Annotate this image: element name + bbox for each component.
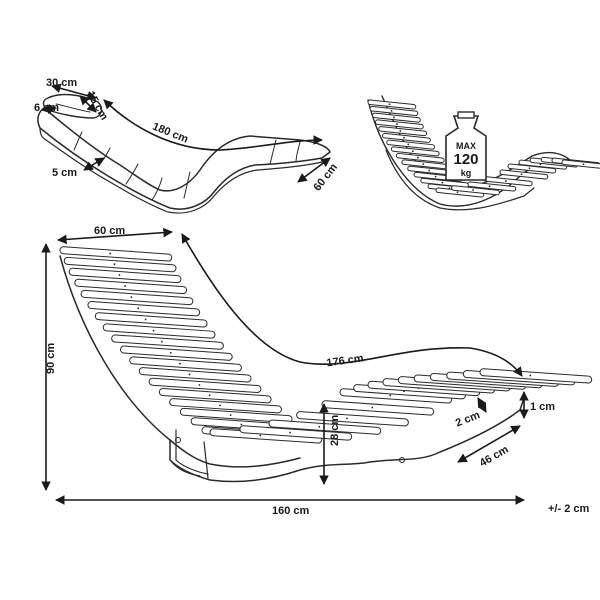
chair-height-label: 90 cm <box>45 343 57 374</box>
small-chair-screw-dot <box>411 150 414 152</box>
main-chair-screw-dot <box>389 394 392 397</box>
small-chair-slat <box>395 152 445 163</box>
weight-value-text: 120 <box>453 151 478 168</box>
slat-gap-label: 2 cm <box>454 409 482 430</box>
weight-max-text: MAX <box>456 141 476 151</box>
small-chair-slat <box>378 126 428 137</box>
chair-length-label: 160 cm <box>272 505 310 517</box>
small-chair-screw-dot <box>456 191 459 194</box>
main-chair-slat <box>59 246 173 262</box>
small-chair-screw-dot <box>472 189 475 191</box>
small-chair-screw-dot <box>388 103 391 106</box>
main-dimension-lines <box>41 227 529 505</box>
main-chair-screw-dot <box>124 285 127 287</box>
main-chair-illustration <box>59 246 593 483</box>
main-chair-screw-dot <box>109 252 112 255</box>
small-chair-screw-dot <box>428 169 431 172</box>
small-chair-screw-dot <box>539 163 542 166</box>
main-chair-screw-dot <box>161 340 163 343</box>
main-chair-screw-dot <box>219 404 221 407</box>
small-chair-screw-dot <box>582 163 585 166</box>
main-chair-screw-dot <box>240 423 243 426</box>
main-chair-screw-dot <box>169 351 172 354</box>
main-chair-screw-dot <box>152 329 155 332</box>
small-chair-slat <box>467 181 517 192</box>
main-chair-screw-dot <box>130 296 133 299</box>
main-chair-screw-dot <box>229 414 232 416</box>
main-chair-screw-dot <box>144 318 147 321</box>
cushion-illustration <box>37 83 331 214</box>
max-weight-badge <box>445 111 487 181</box>
small-chair-slat <box>367 99 417 110</box>
tolerance-label: +/- 2 cm <box>548 503 589 515</box>
main-chair-screw-dot <box>198 384 201 386</box>
main-chair-slat <box>148 377 262 394</box>
main-chair-screw-dot <box>289 431 292 434</box>
slat-thickness-label: 1 cm <box>530 401 555 413</box>
small-chair-screw-dot <box>399 129 402 132</box>
main-chair-screw-dot <box>529 374 532 377</box>
small-chair-slat <box>374 119 424 130</box>
main-chair-screw-dot <box>118 274 121 276</box>
main-chair-screw-dot <box>137 307 140 310</box>
main-chair-slat <box>321 400 435 416</box>
small-chair-screw-dot <box>441 181 444 184</box>
small-chair-screw-dot <box>403 136 405 139</box>
small-chair-screw-dot <box>504 180 507 182</box>
main-chair-slat <box>169 398 282 414</box>
small-chair-slat <box>369 106 419 117</box>
small-chair-slat <box>382 132 431 143</box>
small-chair-screw-dot <box>528 167 531 170</box>
chair-curve-length-label: 176 cm <box>326 352 365 369</box>
small-chair-slat <box>561 159 600 170</box>
main-chair-screw-dot <box>208 394 211 397</box>
main-chair-slat <box>68 267 182 284</box>
main-chair-screw-dot <box>371 406 374 409</box>
pillow-thickness-label: 6 cm <box>34 102 59 114</box>
small-chair-screw-dot <box>396 123 398 126</box>
cushion-depth-label: 60 cm <box>311 161 340 193</box>
main-chair-screw-dot <box>179 362 181 365</box>
small-chair-slat <box>390 146 440 157</box>
small-chair-slat <box>372 112 421 123</box>
main-chair-screw-dot <box>346 417 348 420</box>
chair-seat-width-label: 60 cm <box>94 225 125 237</box>
main-chair-slat <box>179 407 293 424</box>
main-chair-slat <box>63 256 177 273</box>
small-chair-screw-dot <box>434 175 437 178</box>
small-chair-slat <box>499 169 549 180</box>
weight-unit-text: kg <box>461 168 472 178</box>
small-chair-screw-dot <box>422 163 425 166</box>
small-chair-screw-dot <box>393 116 395 119</box>
small-chair-screw-dot <box>488 185 491 188</box>
chair-base-height-label: 28 cm <box>329 415 341 446</box>
main-chair-screw-dot <box>259 434 262 437</box>
small-chair-screw-dot <box>390 109 393 112</box>
small-chair-slat <box>451 185 500 196</box>
small-chair-screw-dot <box>416 156 419 159</box>
small-chair-screw-dot <box>520 173 523 176</box>
small-chair-illustration <box>367 95 600 211</box>
small-chair-slat <box>386 139 435 150</box>
cushion-thickness-label: 5 cm <box>52 167 77 179</box>
cushion-width-label: 30 cm <box>46 77 77 89</box>
small-chair-screw-dot <box>407 143 410 146</box>
main-chair-screw-dot <box>113 263 116 266</box>
main-chair-slat <box>158 388 272 404</box>
